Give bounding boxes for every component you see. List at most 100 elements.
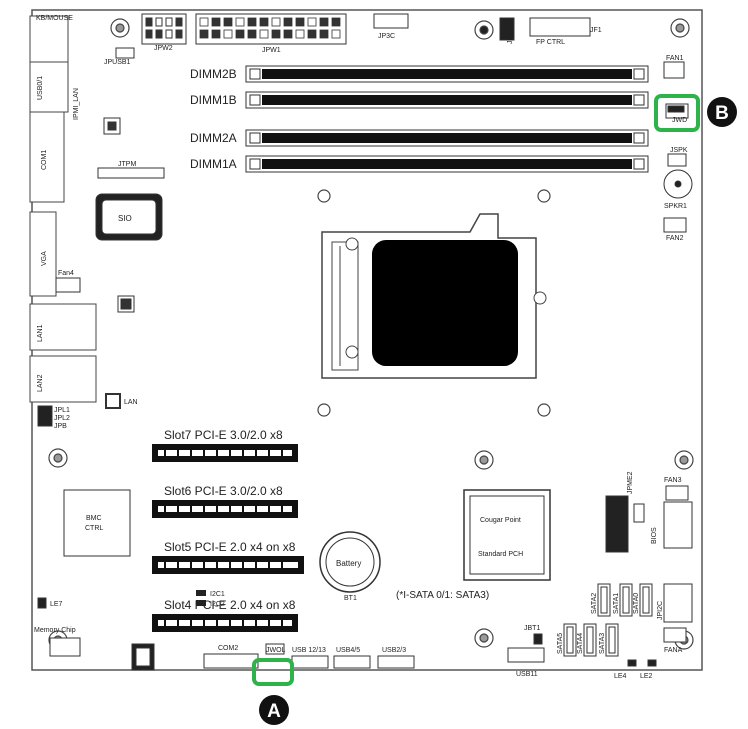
kbmouse-label: KB/MOUSE xyxy=(36,15,73,22)
jpme2-label: JPME2 xyxy=(627,471,634,494)
pcie-slot: Slot5 PCI-E 2.0 x4 on x8 xyxy=(152,540,304,574)
pch-name: Cougar Point xyxy=(480,517,521,524)
highlight-box-b xyxy=(654,94,700,132)
sata-connector: SATA1 xyxy=(613,583,633,617)
left-components xyxy=(37,117,165,657)
right-components xyxy=(605,61,693,667)
bottom-connectors xyxy=(131,633,545,671)
battery-label: Battery xyxy=(336,559,361,568)
usb23-connector xyxy=(377,655,415,669)
jtpm-connector xyxy=(97,167,165,179)
jpw1-pin xyxy=(211,17,221,27)
sata-connector: SATA3 xyxy=(599,623,619,657)
jpw1-pin xyxy=(271,29,281,39)
usb45-connector xyxy=(333,655,371,669)
com1-label: COM1 xyxy=(41,150,48,170)
jpw1-pin xyxy=(307,29,317,39)
dimm-slot: DIMM1A xyxy=(190,155,649,173)
dimm-label: DIMM1A xyxy=(190,157,237,171)
lan1-port xyxy=(29,303,97,351)
sata-label: SATA5 xyxy=(557,633,564,654)
jwol-label: JWOL xyxy=(266,647,286,654)
sata-label: SATA4 xyxy=(577,633,584,654)
pcie-slot: Slot7 PCI-E 3.0/2.0 x8 xyxy=(152,428,298,462)
jled-label: JLED xyxy=(507,27,514,44)
jf1-label: JF1 xyxy=(590,27,602,34)
dimm-slot: DIMM1B xyxy=(190,91,649,109)
usb1213-label: USB 12/13 xyxy=(292,647,326,654)
jpw1-pin xyxy=(319,17,329,27)
pcie-slot: Slot6 PCI-E 3.0/2.0 x8 xyxy=(152,484,298,518)
dimm-label: DIMM1B xyxy=(190,93,237,107)
jp3c-connector xyxy=(373,13,409,29)
jpw1-pin xyxy=(283,29,293,39)
lan1-label: LAN1 xyxy=(37,324,44,342)
i2c1-label: I2C1 xyxy=(210,591,225,598)
sio-label: SIO xyxy=(118,214,132,223)
vga-label: VGA xyxy=(41,251,48,266)
callout-a: A xyxy=(259,695,289,725)
dimm-slots: DIMM2B DIMM1B DIMM2A DIMM1A xyxy=(190,65,649,173)
bmc-label-2: CTRL xyxy=(85,525,103,532)
le7-led xyxy=(37,597,47,609)
pcie-slot-label: Slot4 PCI-E 2.0 x4 on x8 xyxy=(164,598,296,612)
i2c2-label: I2C2 xyxy=(210,601,225,608)
callout-a-letter: A xyxy=(267,701,281,722)
jpme2-jumper xyxy=(633,503,645,523)
usb01-label: USB0/1 xyxy=(37,76,44,100)
mounting-holes xyxy=(48,18,694,650)
dimm-slot: DIMM2B xyxy=(190,65,649,83)
pch-chip xyxy=(463,489,551,581)
jpw1-pin xyxy=(247,29,257,39)
jpw1-pin xyxy=(295,29,305,39)
jf1-hdr-label: FP CTRL xyxy=(536,39,565,46)
memory-chip-label: Memory Chip xyxy=(34,627,76,634)
fan4-connector xyxy=(55,277,81,293)
memory-chip xyxy=(49,637,81,657)
dimm-label: DIMM2A xyxy=(190,131,237,145)
jpw1-pin xyxy=(199,29,209,39)
jpb-label: JPB xyxy=(54,423,67,430)
jpw1-pin xyxy=(283,17,293,27)
fan2-label: FAN2 xyxy=(666,235,684,242)
jpi2c-label: JPI2C xyxy=(657,601,664,620)
lan2-port xyxy=(29,355,97,403)
jpw1-pin xyxy=(331,29,341,39)
jpw1-pin xyxy=(199,17,209,27)
jpw1-pin xyxy=(319,29,329,39)
jpw1-pin xyxy=(223,17,233,27)
highlight-box-a xyxy=(252,658,294,686)
sata-label: SATA1 xyxy=(613,593,620,614)
jpw1-pin xyxy=(295,17,305,27)
jbt1-jumper xyxy=(533,633,543,645)
bmc-label-1: BMC xyxy=(86,515,102,522)
sata-connector: SATA4 xyxy=(577,623,597,657)
lan-chip-label: LAN xyxy=(124,399,138,406)
sata-connector: SATA5 xyxy=(557,623,577,657)
callout-b-letter: B xyxy=(715,103,729,124)
jpl2-label: JPL2 xyxy=(54,415,70,422)
le2-label: LE2 xyxy=(640,673,653,680)
bmc-chip xyxy=(63,489,131,557)
jspk-label: JSPK xyxy=(670,147,688,154)
dimm-label: DIMM2B xyxy=(190,67,237,81)
jpw1-pin xyxy=(307,17,317,27)
battery xyxy=(319,531,381,593)
usb11-connector xyxy=(507,647,545,663)
le7-label: LE7 xyxy=(50,601,63,608)
bios-label: BIOS xyxy=(651,527,658,544)
jpw1-label: JPW1 xyxy=(262,47,281,54)
jpw1-pin xyxy=(331,17,341,27)
lan-chip xyxy=(105,393,121,409)
sata-connector: SATA2 xyxy=(591,583,611,617)
jpusb1-connector xyxy=(115,47,135,59)
usb11-label: USB11 xyxy=(516,671,538,678)
fan1-label: FAN1 xyxy=(666,55,684,62)
kbmouse-port xyxy=(29,15,69,63)
jpusb1-label: JPUSB1 xyxy=(104,59,131,66)
jpw1-pin xyxy=(235,29,245,39)
usb1213-connector xyxy=(291,655,329,669)
fan3-connector xyxy=(665,485,689,501)
